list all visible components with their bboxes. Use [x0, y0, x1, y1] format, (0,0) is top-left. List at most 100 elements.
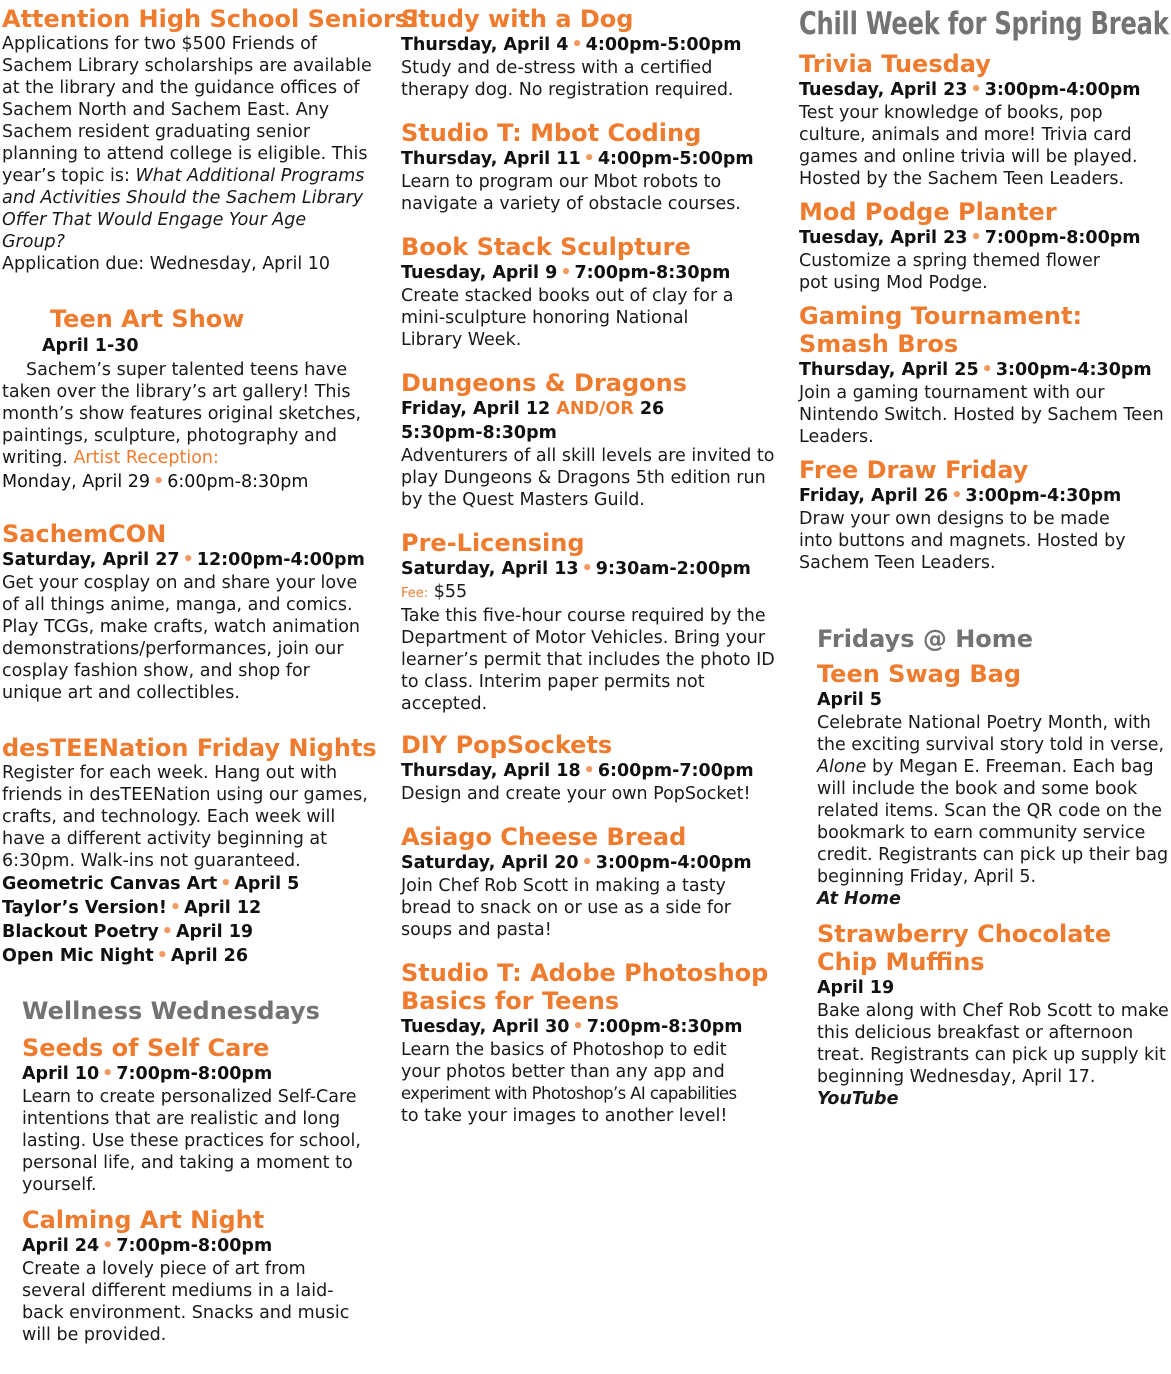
- event-date: April 5: [817, 690, 882, 710]
- event-body: your photos better than any app and: [401, 1062, 725, 1082]
- event-body: Draw your own designs to be made into bu…: [799, 509, 1126, 573]
- event-date: Tuesday, April 30: [401, 1017, 570, 1037]
- event-body: Adventurers of all skill levels are invi…: [401, 446, 775, 510]
- event-date: April 24: [22, 1236, 100, 1256]
- event-time: 7:00pm-8:00pm: [116, 1236, 273, 1256]
- event-location: YouTube: [817, 1089, 899, 1109]
- event-time: 6:00pm-7:00pm: [597, 761, 754, 781]
- event-date: Thursday, April 25: [799, 360, 979, 380]
- night-item: Blackout Poetry•April 19: [2, 920, 374, 944]
- event-body: Customize a spring themed flower pot usi…: [799, 251, 1100, 293]
- event-title: Mod Podge Planter: [799, 198, 1057, 226]
- event-date: Tuesday, April 23: [799, 80, 968, 100]
- reception-time: 6:00pm-8:30pm: [167, 472, 309, 492]
- body-text: Sachem’s super talented teens have taken…: [2, 360, 362, 468]
- reception-datetime: Monday, April 29•6:00pm-8:30pm: [2, 469, 374, 495]
- night-name: Geometric Canvas Art: [2, 874, 218, 894]
- event-date: Saturday, April 27: [2, 550, 180, 570]
- event-time: 3:00pm-4:00pm: [595, 853, 752, 873]
- night-item: Geometric Canvas Art•April 5: [2, 872, 374, 896]
- event-datetime: Saturday, April 13•9:30am-2:00pm: [401, 557, 776, 581]
- bullet-dot: •: [583, 761, 595, 781]
- event-time: 3:00pm-4:30pm: [995, 360, 1152, 380]
- event-time: 5:30pm-8:30pm: [401, 423, 557, 443]
- wellness-wednesdays-section: Wellness Wednesdays Seeds of Self Care A…: [2, 996, 374, 1346]
- bullet-dot: •: [161, 922, 173, 942]
- reception-label: Artist Reception:: [73, 448, 219, 468]
- event-title: Strawberry Chocolate: [817, 920, 1112, 948]
- study-with-dog-section: Study with a Dog Thursday, April 4•4:00p…: [401, 5, 776, 101]
- event-time: 9:30am-2:00pm: [595, 559, 751, 579]
- reception-date: Monday, April 29: [2, 472, 151, 492]
- body-text: by Megan E. Freeman. Each bag will inclu…: [817, 757, 1169, 887]
- bullet-dot: •: [220, 874, 232, 894]
- event-datetime: Saturday, April 20•3:00pm-4:00pm: [401, 851, 776, 875]
- night-name: Open Mic Night: [2, 946, 154, 966]
- event-title: Trivia Tuesday: [799, 50, 991, 78]
- night-name: Blackout Poetry: [2, 922, 159, 942]
- group-heading: Wellness Wednesdays: [22, 997, 320, 1025]
- event-datetime: Thursday, April 4•4:00pm-5:00pm: [401, 33, 776, 57]
- bullet-dot: •: [970, 228, 982, 248]
- event-body: Join a gaming tournament with our Ninten…: [799, 383, 1164, 447]
- bullet-dot: •: [182, 550, 194, 570]
- bullet-dot: •: [970, 80, 982, 100]
- event-date: Thursday, April 11: [401, 149, 581, 169]
- section-title: desTEENation Friday Nights: [2, 734, 377, 762]
- bullet-dot: •: [572, 1017, 584, 1037]
- and-or-label: AND/OR: [556, 399, 634, 419]
- event-time: 7:00pm-8:30pm: [586, 1017, 743, 1037]
- trivia-tuesday-section: Trivia Tuesday Tuesday, April 23•3:00pm-…: [799, 50, 1171, 190]
- event-time: 12:00pm-4:00pm: [196, 550, 365, 570]
- event-datetime: Thursday, April 18•6:00pm-7:00pm: [401, 759, 776, 783]
- event-title: Teen Swag Bag: [817, 660, 1022, 688]
- event-body: Learn the basics of Photoshop to edit: [401, 1040, 727, 1060]
- event-body: Study and de-stress with a certified the…: [401, 58, 734, 100]
- scholarship-section: Attention High School Seniors! Applicati…: [2, 5, 420, 275]
- night-date: April 12: [184, 898, 262, 918]
- bullet-dot: •: [102, 1064, 114, 1084]
- desteenation-section: desTEENation Friday Nights Register for …: [2, 734, 377, 968]
- fee-amount: $55: [433, 582, 468, 602]
- event-title: Asiago Cheese Bread: [401, 823, 687, 851]
- event-body: Create a lovely piece of art from severa…: [22, 1259, 350, 1345]
- photoshop-section: Studio T: Adobe Photoshop Basics for Tee…: [401, 959, 776, 1127]
- night-date: April 26: [170, 946, 249, 966]
- event-title: Book Stack Sculpture: [401, 233, 691, 261]
- body-text: Applications for two $500 Friends of Sac…: [2, 34, 372, 186]
- bullet-dot: •: [153, 472, 165, 492]
- event-date: Tuesday, April 23: [799, 228, 968, 248]
- due-date: Application due: Wednesday, April 10: [2, 254, 331, 274]
- event-title: Studio T: Adobe Photoshop: [401, 959, 769, 987]
- night-date: April 19: [175, 922, 254, 942]
- night-item: Open Mic Night•April 26: [2, 944, 374, 968]
- event-title-line2: Chip Muffins: [817, 948, 985, 976]
- event-date: Tuesday, April 9: [401, 263, 558, 283]
- event-time: 7:00pm-8:30pm: [574, 263, 731, 283]
- event-title-line2: Smash Bros: [799, 330, 959, 358]
- sachemcon-section: SachemCON Saturday, April 27•12:00pm-4:0…: [2, 520, 374, 704]
- event-datetime: Tuesday, April 23•7:00pm-8:00pm: [799, 226, 1171, 250]
- event-title: Pre-Licensing: [401, 529, 585, 557]
- event-body: Learn to program our Mbot robots to navi…: [401, 172, 741, 214]
- event-datetime: Friday, April 26•3:00pm-4:30pm: [799, 484, 1171, 508]
- bullet-dot: •: [102, 1236, 114, 1256]
- event-datetime: April 24•7:00pm-8:00pm: [22, 1234, 374, 1258]
- asiago-bread-section: Asiago Cheese Bread Saturday, April 20•3…: [401, 823, 776, 941]
- event-body: Bake along with Chef Rob Scott to make t…: [817, 1000, 1171, 1110]
- chill-week-heading: Chill Week for Spring Break: [799, 6, 1169, 42]
- event-date: Friday, April 12: [401, 399, 551, 419]
- event-date: Thursday, April 4: [401, 35, 569, 55]
- night-date: April 5: [234, 874, 300, 894]
- event-title: Gaming Tournament:: [799, 302, 1083, 330]
- body-text: Celebrate National Poetry Month, with th…: [817, 713, 1165, 755]
- event-title-line2: Basics for Teens: [401, 987, 620, 1015]
- fridays-at-home-section: Fridays @ Home Teen Swag Bag April 5 Cel…: [817, 624, 1171, 1110]
- event-dates: Friday, April 12 AND/OR 26: [401, 397, 776, 421]
- free-draw-section: Free Draw Friday Friday, April 26•3:00pm…: [799, 456, 1171, 574]
- event-body: Test your knowledge of books, pop cultur…: [799, 103, 1138, 189]
- event-body: to take your images to another level!: [401, 1106, 728, 1126]
- event-time: 4:00pm-5:00pm: [597, 149, 754, 169]
- event-date: Saturday, April 13: [401, 559, 579, 579]
- section-body: Get your cosplay on and share your love …: [2, 573, 360, 703]
